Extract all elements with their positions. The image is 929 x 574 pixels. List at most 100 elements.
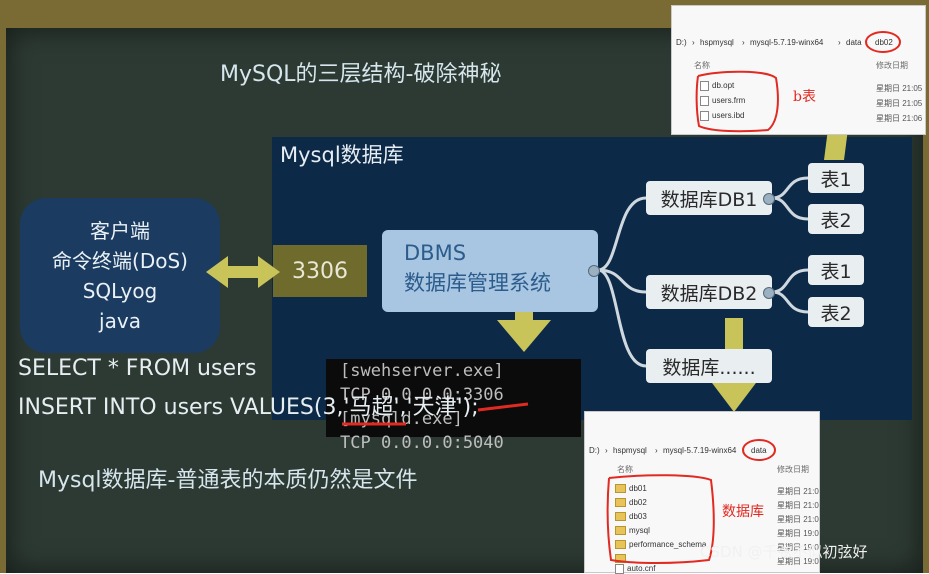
crumb-sep: ›: [605, 446, 608, 455]
client-line: SQLyog: [82, 278, 158, 303]
explorer-top-marks: [695, 31, 901, 133]
folder-name: db03: [629, 512, 647, 521]
file-date: 星期日 21:05: [876, 99, 923, 108]
bracket-mark: [695, 70, 779, 133]
file-name: users.frm: [712, 96, 746, 106]
sql-select: SELECT * FROM users: [18, 356, 257, 381]
underline-mark: [477, 402, 529, 412]
folder-icon: [615, 498, 626, 508]
dbms-line2: 数据库管理系统: [404, 271, 551, 295]
db2-table2-node: 表2: [808, 297, 864, 327]
folder-name: performance_schema: [629, 540, 707, 549]
file-row[interactable]: users.frm: [700, 96, 745, 106]
file-name: auto.cnf: [627, 564, 656, 574]
folder-date: 星期日 21:0: [777, 487, 819, 496]
folder-date: 星期日 19:0: [777, 529, 819, 538]
dbms-line1: DBMS: [404, 241, 467, 265]
slide-title: MySQL的三层结构-破除神秘: [220, 62, 502, 87]
annotation-table: b表: [793, 89, 816, 105]
folder-name: mysql: [629, 526, 650, 535]
circle-mark: [865, 31, 901, 53]
explorer-db02: D:) › hspmysql › mysql-5.7.19-winx64 › d…: [671, 5, 926, 135]
crumb-item[interactable]: mysql-5.7.19-winx64: [750, 38, 824, 47]
file-icon: [700, 111, 709, 121]
client-box: 客户端 命令终端(DoS) SQLyog java: [20, 198, 220, 353]
folder-date: 星期日 21:0: [777, 515, 819, 524]
folder-icon: [615, 484, 626, 494]
crumb-item[interactable]: hspmysql: [700, 38, 734, 47]
crumb-item[interactable]: D:): [676, 38, 687, 47]
folder-name: db01: [629, 484, 647, 493]
folder-icon: [615, 554, 626, 564]
terminal-line: [swehserver.exe]: [340, 361, 504, 381]
branch-db3: [597, 268, 647, 368]
file-row[interactable]: users.ibd: [700, 111, 744, 121]
terminal-line: TCP 0.0.0.0:3306: [340, 385, 504, 405]
folder-icon: [615, 526, 626, 536]
collapse-db1-icon: [763, 193, 775, 205]
port-box: 3306: [273, 245, 367, 297]
circle-mark: [742, 439, 776, 461]
file-icon: [700, 81, 709, 91]
file-date: 星期日 21:05: [876, 84, 923, 93]
crumb-item[interactable]: data: [751, 446, 767, 455]
collapse-dbms-icon: [588, 265, 600, 277]
watermark: CSDN @千弦不似初弦好: [700, 543, 868, 561]
dbms-box: DBMS 数据库管理系统: [382, 230, 598, 312]
folder-date: 星期日 19:0: [777, 557, 819, 566]
explorer-data: D:) › hspmysql › mysql-5.7.19-winx64 › d…: [584, 411, 820, 574]
folder-row[interactable]: mysql: [615, 526, 650, 536]
folder-row[interactable]: performance_schema: [615, 540, 707, 550]
file-icon: [700, 96, 709, 106]
branch-db2-t2: [771, 290, 809, 314]
col-header-date[interactable]: 修改日期: [777, 465, 809, 474]
crumb-item[interactable]: data: [846, 38, 862, 47]
folder-row[interactable]: [615, 554, 629, 564]
col-header-date[interactable]: 修改日期: [876, 61, 908, 70]
col-header-name[interactable]: 名称: [617, 465, 633, 474]
db1-table1-node: 表1: [808, 163, 864, 193]
db2-table1-node: 表1: [808, 255, 864, 285]
subtitle: Mysql数据库-普通表的本质仍然是文件: [38, 468, 418, 493]
folder-name: db02: [629, 498, 647, 507]
db2-node: 数据库DB2: [646, 275, 772, 309]
branch-db1-t2: [771, 196, 809, 221]
annotation-database: 数据库: [722, 504, 764, 520]
crumb-sep: ›: [655, 446, 658, 455]
collapse-db2-icon: [763, 287, 775, 299]
crumb-sep: ›: [692, 38, 695, 47]
branch-db1: [597, 196, 647, 272]
crumb-item[interactable]: hspmysql: [613, 446, 647, 455]
db3-node: 数据库......: [646, 349, 772, 383]
double-arrow: [206, 256, 280, 288]
branch-db2: [597, 268, 647, 294]
file-row[interactable]: db.opt: [700, 81, 734, 91]
folder-row[interactable]: db02: [615, 498, 647, 508]
sql-insert: INSERT INTO users VALUES(3,'马超','天津');: [18, 395, 479, 420]
crumb-sep: ›: [838, 38, 841, 47]
crumb-item[interactable]: D:): [589, 446, 600, 455]
mysql-panel-title: Mysql数据库: [280, 143, 404, 167]
col-header-name[interactable]: 名称: [694, 61, 710, 70]
folder-icon: [615, 540, 626, 550]
file-date: 星期日 21:06: [876, 114, 923, 123]
folder-row[interactable]: db01: [615, 484, 647, 494]
crumb-item[interactable]: mysql-5.7.19-winx64: [663, 446, 737, 455]
folder-icon: [615, 512, 626, 522]
folder-date: 星期日 21:0: [777, 501, 819, 510]
client-line: 命令终端(DoS): [52, 248, 188, 273]
folder-row[interactable]: db03: [615, 512, 647, 522]
terminal-line: TCP 0.0.0.0:5040: [340, 433, 504, 453]
db1-node: 数据库DB1: [646, 181, 772, 215]
file-name: users.ibd: [712, 111, 745, 121]
bracket-mark: [606, 474, 715, 564]
file-name: db.opt: [712, 81, 735, 91]
client-line: 客户端: [90, 218, 150, 243]
explorer-bottom-marks: [606, 439, 776, 564]
crumb-item[interactable]: db02: [875, 38, 893, 47]
crumb-sep: ›: [742, 38, 745, 47]
client-line: java: [99, 308, 141, 333]
db1-table2-node: 表2: [808, 204, 864, 234]
folder-date: 星期日 19:0: [777, 543, 819, 552]
